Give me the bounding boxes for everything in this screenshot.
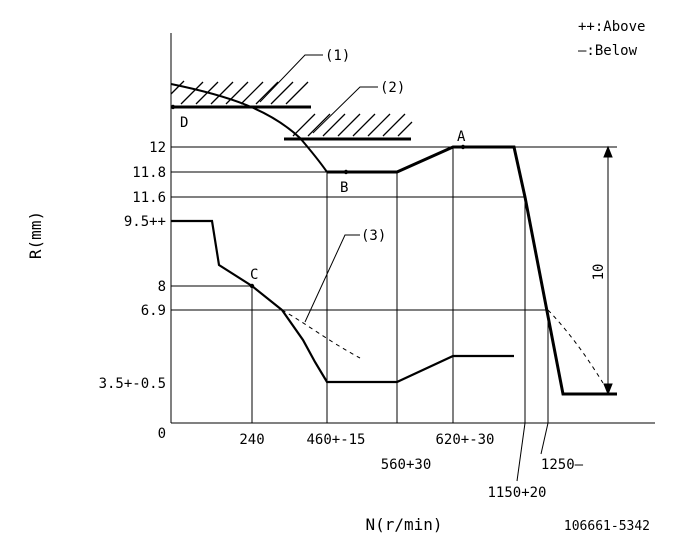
callout-3: (3) <box>361 228 386 244</box>
y-tick-8: 8 <box>158 279 166 295</box>
callout-1: (1) <box>325 48 350 64</box>
callout-leaders <box>259 54 378 323</box>
y-tick-12: 12 <box>149 140 166 156</box>
point-label-c: C <box>250 267 258 283</box>
x-tick-620: 620+-30 <box>435 432 494 448</box>
callout-2: (2) <box>380 80 405 96</box>
x-tick-1250: 1250— <box>541 457 584 473</box>
x-tick-240: 240 <box>239 432 264 448</box>
x-tick-460: 460+-15 <box>306 432 365 448</box>
y-axis-title: R(mm) <box>26 211 45 259</box>
hatched-stop-regions <box>170 80 413 141</box>
x-tick-1150: 1150+20 <box>487 485 546 501</box>
point-label-b: B <box>340 180 348 196</box>
y-tick-3-5: 3.5+-0.5 <box>99 376 166 392</box>
dimension-arrow <box>603 145 613 396</box>
point-label-a: A <box>457 129 466 145</box>
lower-characteristic-line <box>171 219 514 384</box>
point-markers <box>170 104 466 289</box>
point-label-d: D <box>180 115 188 131</box>
full-load-characteristic-line <box>327 145 617 396</box>
dashed-curve-3-right <box>547 309 604 384</box>
dashed-curve-3-lower <box>281 309 361 359</box>
x-tick-leaders <box>516 422 549 482</box>
horizontal-reference-lines <box>171 146 617 311</box>
x-tick-560: 560+30 <box>381 457 432 473</box>
y-tick-0: 0 <box>158 426 166 442</box>
figure-code: 106661-5342 <box>564 519 650 534</box>
x-axis-title: N(r/min) <box>365 515 442 534</box>
upper-stop-curve <box>170 83 328 173</box>
y-tick-11-8: 11.8 <box>132 165 166 181</box>
legend-below: —:Below <box>578 43 638 59</box>
dimension-label: 10 <box>591 264 607 281</box>
y-tick-9-5: 9.5++ <box>124 214 166 230</box>
legend-above: ++:Above <box>578 19 645 35</box>
y-tick-11-6: 11.6 <box>132 190 166 206</box>
y-tick-6-9: 6.9 <box>141 303 166 319</box>
